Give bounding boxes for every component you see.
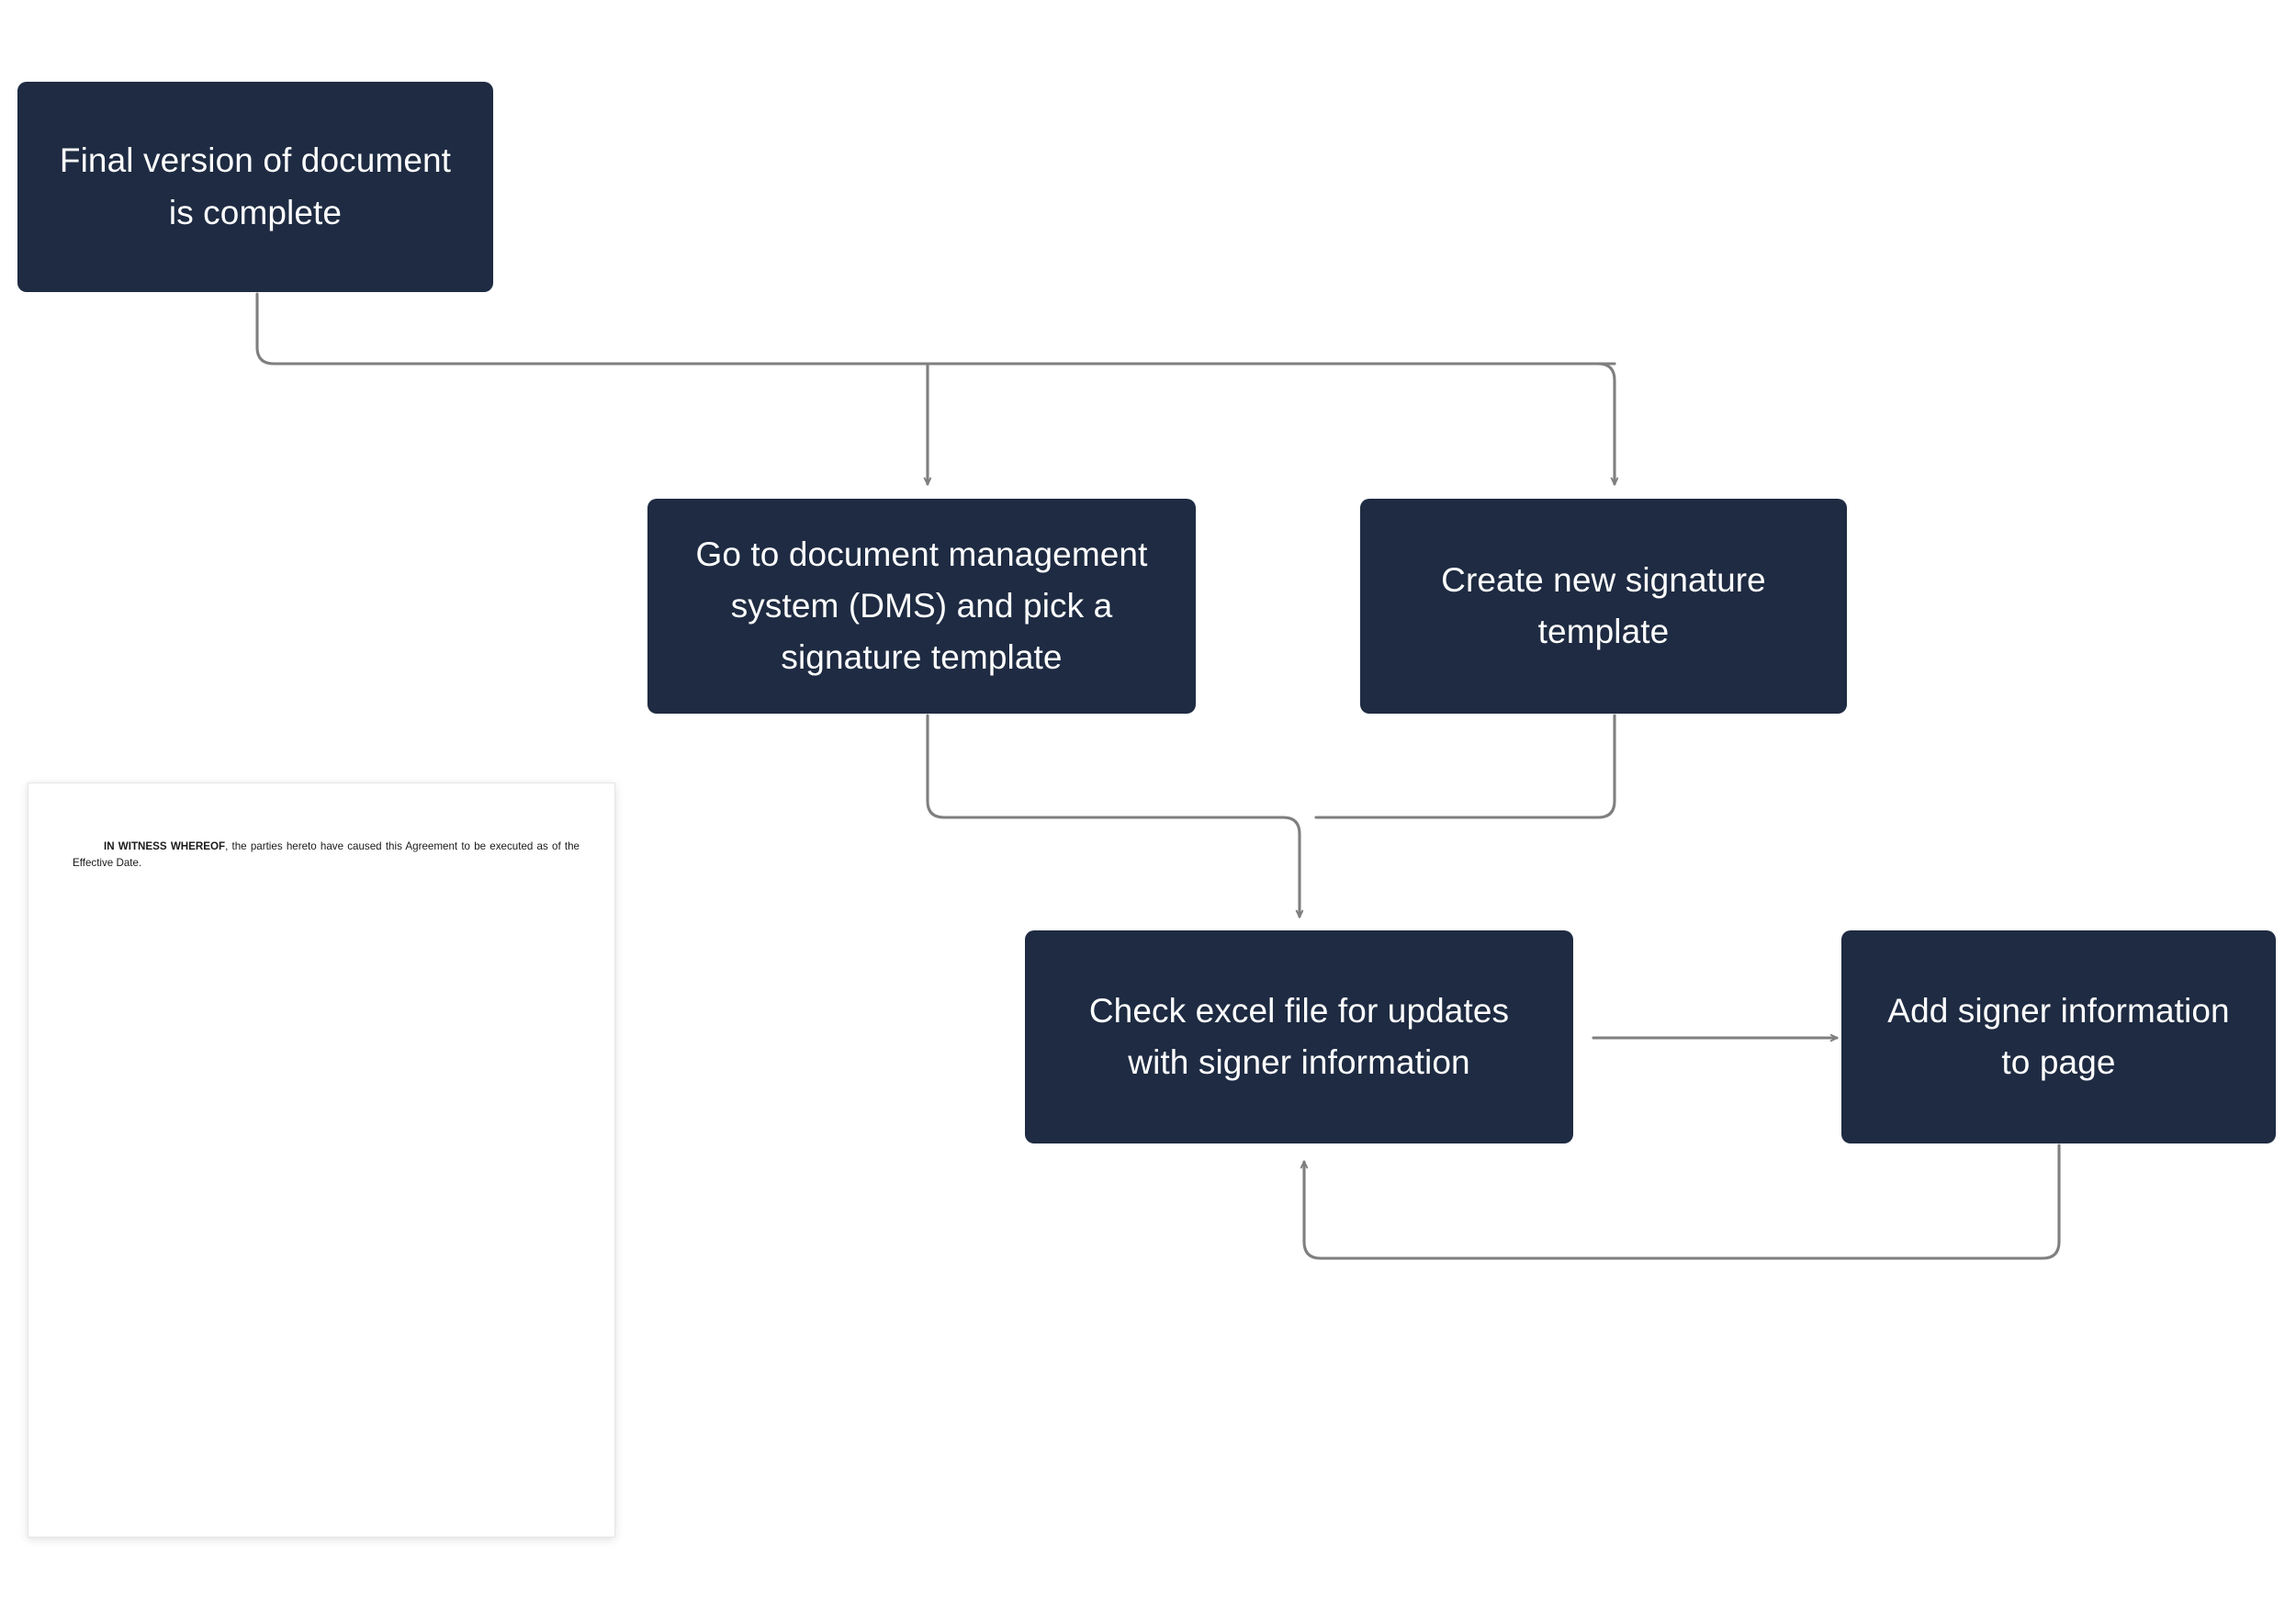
- edge-merge-check: [1281, 816, 1300, 918]
- edge-bus-create: [1596, 362, 1615, 486]
- node-dms-label: Go to document management system (DMS) a…: [695, 535, 1148, 677]
- edge-add-check-loop: [1304, 1143, 2061, 1260]
- edge-final-bus: [255, 292, 1616, 366]
- edge-create-merge: [1314, 714, 1616, 819]
- node-add-label: Add signer information to page: [1887, 991, 2230, 1081]
- document-preview-page[interactable]: IN WITNESS WHEREOF, the parties hereto h…: [28, 783, 615, 1538]
- paragraph-strong-lead: IN WITNESS WHEREOF: [104, 840, 226, 852]
- node-check-excel-file[interactable]: Check excel file for updates with signer…: [1025, 930, 1573, 1143]
- node-go-to-dms[interactable]: Go to document management system (DMS) a…: [647, 499, 1196, 714]
- document-paragraph: IN WITNESS WHEREOF, the parties hereto h…: [73, 839, 580, 871]
- node-create-new-signature-template[interactable]: Create new signature template: [1360, 499, 1847, 714]
- node-create-label: Create new signature template: [1441, 560, 1766, 650]
- node-final-label: Final version of document is complete: [59, 141, 452, 231]
- paragraph-rest: , the parties hereto have caused this Ag…: [73, 840, 580, 869]
- node-check-label: Check excel file for updates with signer…: [1088, 991, 1510, 1081]
- edge-dms-merge: [926, 714, 1285, 819]
- node-add-signer-information[interactable]: Add signer information to page: [1841, 930, 2276, 1143]
- node-final-version-of-document[interactable]: Final version of document is complete: [17, 82, 493, 292]
